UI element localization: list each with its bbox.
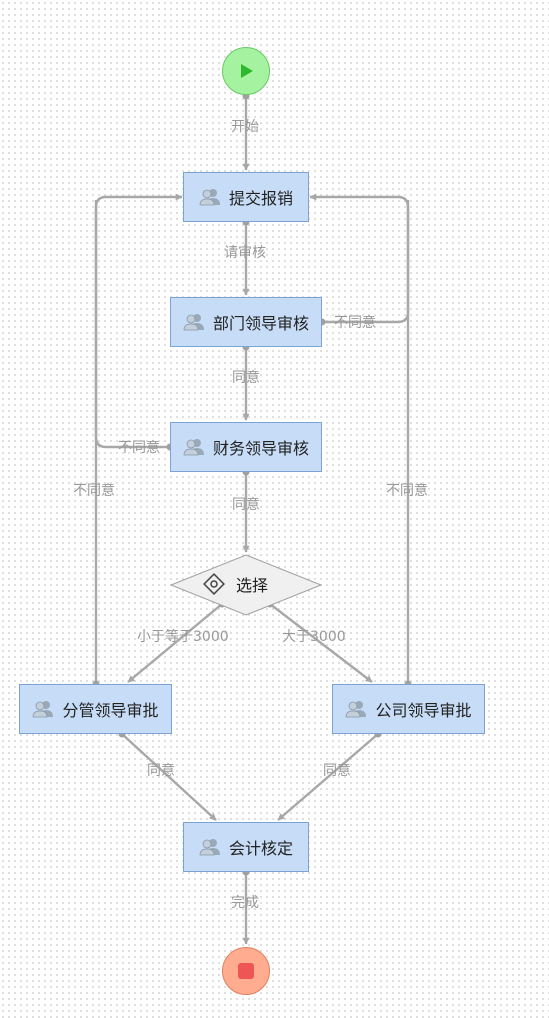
task-label: 提交报销 xyxy=(228,189,293,208)
task-dept-review[interactable]: 部门领导审核 xyxy=(170,297,322,347)
edge-branch-accounting[interactable] xyxy=(121,733,217,821)
stop-icon xyxy=(238,963,254,979)
task-finance-review[interactable]: 财务领导审核 xyxy=(170,422,322,472)
edge-label-dept-agree: 同意 xyxy=(232,369,260,386)
edge-label-le-3000: 小于等于3000 xyxy=(137,628,229,645)
task-label: 财务领导审核 xyxy=(212,439,309,458)
user-group-icon xyxy=(199,188,221,206)
edge-label-request-review: 请审核 xyxy=(224,245,266,261)
task-label: 部门领导审核 xyxy=(212,314,309,333)
task-accounting[interactable]: 会计核定 xyxy=(183,822,309,872)
choice-gateway[interactable] xyxy=(169,554,323,616)
gateway-label: 选择 xyxy=(236,576,268,595)
edge-choice-company[interactable] xyxy=(269,603,373,683)
edge-company-accounting[interactable] xyxy=(277,733,379,821)
play-icon xyxy=(241,64,253,78)
edge-label-start: 开始 xyxy=(231,119,259,135)
edge-label-gt-3000: 大于3000 xyxy=(282,629,346,645)
task-label: 会计核定 xyxy=(228,839,293,858)
edge-label-branch-reject: 不同意 xyxy=(73,482,115,499)
start-event[interactable] xyxy=(222,47,270,95)
edge-label-company-agree: 同意 xyxy=(323,762,351,779)
task-company-approval[interactable]: 公司领导审批 xyxy=(332,684,485,734)
edge-label-company-reject: 不同意 xyxy=(386,482,428,499)
edge-choice-branch[interactable] xyxy=(127,603,223,683)
user-group-icon xyxy=(199,838,221,856)
edge-dept-reject[interactable] xyxy=(309,193,410,324)
edge-label-branch-agree: 同意 xyxy=(147,762,175,779)
user-group-icon xyxy=(183,438,205,456)
task-branch-approval[interactable]: 分管领导审批 xyxy=(19,684,172,734)
task-label: 分管领导审批 xyxy=(62,701,159,720)
edge-label-complete: 完成 xyxy=(231,895,259,911)
edge-label-finance-agree: 同意 xyxy=(232,496,260,513)
edge-label-dept-reject: 不同意 xyxy=(334,314,376,331)
gateway-icon xyxy=(203,573,225,595)
edge-label-finance-reject: 不同意 xyxy=(118,439,160,456)
task-label: 公司领导审批 xyxy=(375,701,472,720)
task-submit[interactable]: 提交报销 xyxy=(183,172,309,222)
end-event[interactable] xyxy=(222,947,270,995)
user-group-icon xyxy=(345,700,367,718)
user-group-icon xyxy=(183,313,205,331)
user-group-icon xyxy=(32,700,54,718)
